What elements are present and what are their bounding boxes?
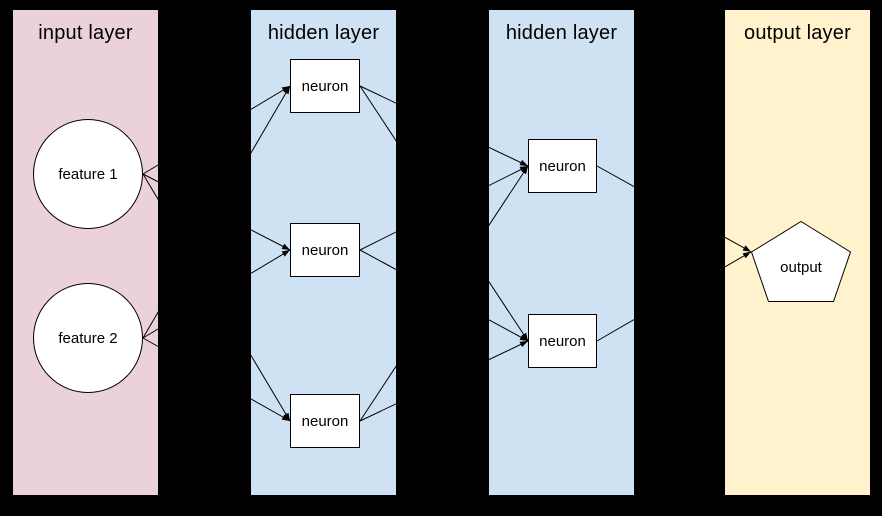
- node-output-label: output: [780, 258, 822, 276]
- node-neuron-1-3-label: neuron: [301, 412, 349, 430]
- node-neuron-1-2[interactable]: neuron: [290, 223, 360, 277]
- node-feature-1[interactable]: feature 1: [33, 119, 143, 229]
- layer-title-hidden-1: hidden layer: [267, 22, 380, 44]
- pentagon-shape: [751, 221, 851, 302]
- layer-title-hidden-2: hidden layer: [505, 22, 618, 44]
- layer-hidden-2: hidden layer: [489, 10, 634, 495]
- node-neuron-1-3[interactable]: neuron: [290, 394, 360, 448]
- node-neuron-2-1[interactable]: neuron: [528, 139, 597, 193]
- node-neuron-1-1-label: neuron: [301, 77, 349, 95]
- layer-input: input layer: [13, 10, 158, 495]
- node-neuron-2-1-label: neuron: [539, 157, 586, 175]
- node-feature-2[interactable]: feature 2: [33, 283, 143, 393]
- node-neuron-1-2-label: neuron: [301, 241, 349, 259]
- node-feature-2-label: feature 2: [58, 329, 118, 347]
- node-neuron-2-2-label: neuron: [539, 332, 586, 350]
- layer-title-output: output layer: [744, 22, 851, 44]
- node-neuron-2-2[interactable]: neuron: [528, 314, 597, 368]
- node-feature-1-label: feature 1: [58, 165, 118, 183]
- layer-title-input: input layer: [38, 22, 133, 44]
- node-output[interactable]: output: [751, 221, 851, 302]
- node-neuron-1-1[interactable]: neuron: [290, 59, 360, 113]
